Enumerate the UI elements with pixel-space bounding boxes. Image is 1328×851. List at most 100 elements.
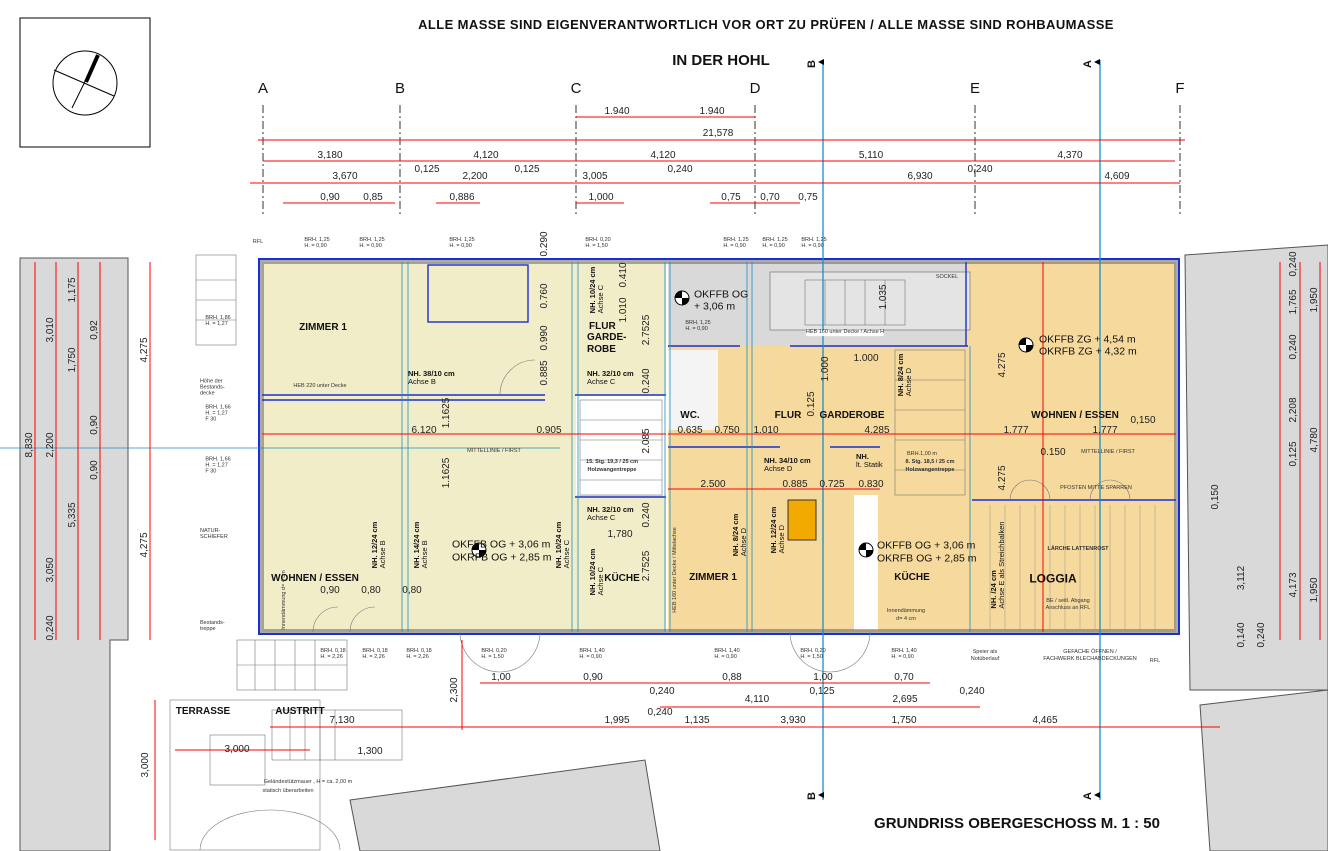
drawing-title: GRUNDRISS OBERGESCHOSS M. 1 : 50 xyxy=(874,815,1160,833)
dimension: 3,000 xyxy=(139,752,151,778)
axis-label-d: D xyxy=(749,80,761,98)
dimension: 0,240 xyxy=(1287,334,1299,360)
dimension: 1,750 xyxy=(66,347,78,373)
dimension: 3,180 xyxy=(317,149,343,161)
dimension: 5,110 xyxy=(858,149,884,161)
dimension: 8,830 xyxy=(23,432,35,458)
level-label: OKRFB OG + 2,85 m xyxy=(452,551,552,564)
level-label: OKFFB OG xyxy=(694,288,749,301)
neighbor-building-right xyxy=(1184,244,1328,691)
dimension: 0,90 xyxy=(583,671,603,683)
dimension: 1,00 xyxy=(491,671,511,683)
level-markers xyxy=(471,290,1034,558)
zone-right-warm xyxy=(966,262,1176,632)
dimension: 0.290 xyxy=(538,231,550,257)
dimension: 6.120 xyxy=(411,424,437,436)
note: FACHWERK BLECHABDECKUNGEN xyxy=(1043,656,1137,663)
note: Anschluss an RFL xyxy=(1045,605,1091,612)
dimension: 4,173 xyxy=(1287,572,1299,598)
dimension: 0,240 xyxy=(1287,251,1299,277)
note: HEB 160 unter Decke / Achse H xyxy=(805,329,885,336)
note: 15. Stg. 19,3 / 25 cm xyxy=(586,459,638,466)
dimension: 1,950 xyxy=(1308,287,1320,313)
dimension: 0,150 xyxy=(1209,484,1221,510)
dimension: 1,780 xyxy=(607,528,633,540)
dimension: 1,00 xyxy=(813,671,833,683)
room-label: TERRASSE xyxy=(175,705,231,717)
room-label: WOHNEN / ESSEN xyxy=(271,572,359,584)
section-marker-a-bottom: A xyxy=(1082,792,1095,800)
dimension: 0.885 xyxy=(538,360,550,386)
neighbor-building-left xyxy=(19,257,129,851)
dimension: 1.940 xyxy=(699,105,725,117)
dimension: 2.500 xyxy=(700,478,726,490)
room-label: AUSTRITT xyxy=(275,705,325,717)
dimension: 0,75 xyxy=(721,191,741,203)
dimension: 0,88 xyxy=(722,671,742,683)
dimension: 1,950 xyxy=(1308,577,1320,603)
dimension: 0,70 xyxy=(894,671,914,683)
room-label: ZIMMER 1 xyxy=(299,321,347,333)
note: SOCKEL xyxy=(935,274,959,281)
note-rfl: RFL xyxy=(1149,658,1161,665)
section-marker-b-bottom: B xyxy=(806,792,819,800)
dimension: 0,140 xyxy=(1235,622,1247,648)
north-arrow-circle xyxy=(52,50,118,116)
dimension: 1,135 xyxy=(684,714,710,726)
dimension: 4,609 xyxy=(1104,170,1130,182)
level-label: OKFFB OG + 3,06 m xyxy=(877,539,976,552)
dimension: 3,930 xyxy=(780,714,806,726)
room-label: WC. xyxy=(680,409,700,421)
room-label: ZIMMER 1 xyxy=(689,571,737,583)
note: Höhe der Bestands-decke xyxy=(200,378,225,396)
dimension: 0.760 xyxy=(538,283,550,309)
neighbor-building-bottom-mid xyxy=(349,759,661,851)
room-label: LOGGIA xyxy=(1029,571,1077,586)
note: PFOSTEN MITTE SPARREN xyxy=(1060,485,1132,492)
room-label: KÜCHE xyxy=(604,572,640,584)
chimney xyxy=(787,499,817,541)
room-label: FLUR xyxy=(774,409,802,421)
dimension: 0.725 xyxy=(819,478,845,490)
dimension: 0,85 xyxy=(363,191,383,203)
dimension: 0,240 xyxy=(667,163,693,175)
note: LÄRCHE LATTENROST xyxy=(1047,546,1109,553)
dimension: 1.010 xyxy=(617,297,629,323)
neighbor-building-bottom xyxy=(1199,689,1328,851)
note: Geländestützmauer , H = ca. 2,00 m xyxy=(263,779,353,786)
note: Holzwangentreppe xyxy=(905,467,955,474)
dimension: 0.885 xyxy=(782,478,808,490)
dimension: 3,670 xyxy=(332,170,358,182)
dimension: 1.1625 xyxy=(440,397,452,429)
level-label: + 3,06 m xyxy=(694,300,736,313)
dimension: 1.000 xyxy=(853,352,879,364)
dimension: 2,200 xyxy=(462,170,488,182)
note: Bestands-treppe xyxy=(200,620,225,632)
level-label: OKFFB ZG + 4,54 m xyxy=(1039,333,1136,346)
dimension: 4.275 xyxy=(996,465,1008,491)
note: Innendämmung xyxy=(886,608,926,615)
level-label: OKRFB ZG + 4,32 m xyxy=(1039,345,1137,358)
dimension: 0,92 xyxy=(88,320,100,340)
note: Notüberlauf xyxy=(970,656,1000,663)
dimension: 1,750 xyxy=(891,714,917,726)
dimension: 0,240 xyxy=(44,615,56,641)
dimension: 1,300 xyxy=(357,745,383,757)
dimension: 0.410 xyxy=(617,262,629,288)
